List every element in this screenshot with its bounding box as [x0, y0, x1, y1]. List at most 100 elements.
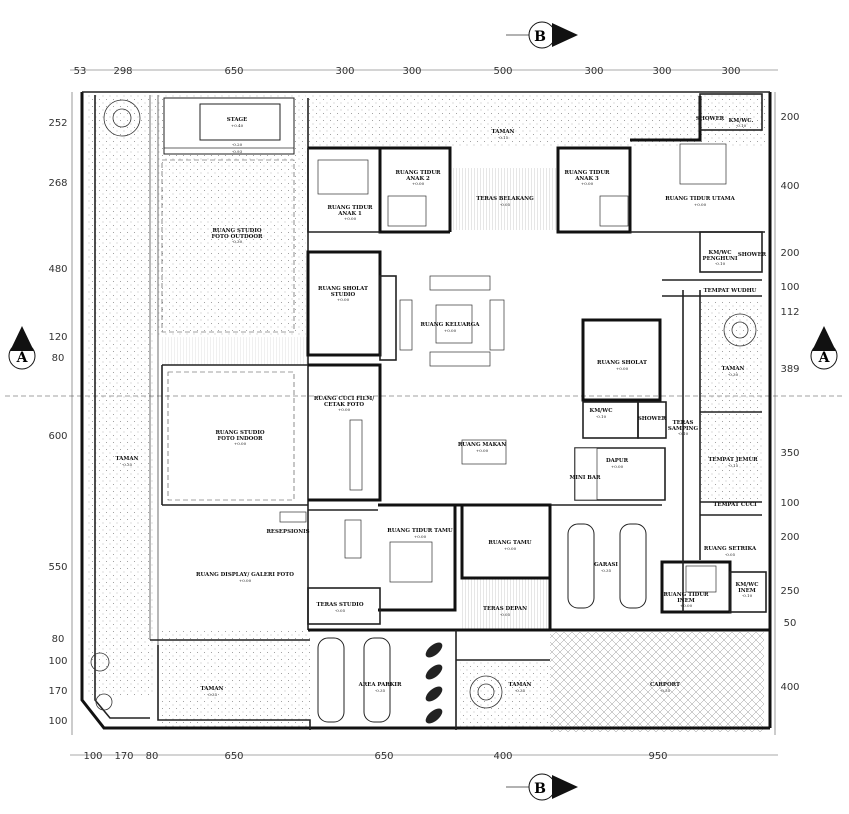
dim-left-2: 268 — [48, 178, 67, 189]
label-studio-indoor-2: FOTO INDOOR — [217, 436, 263, 442]
label-tidur-inem: RUANG TIDUR — [664, 592, 710, 598]
dim-top-5: 300 — [402, 66, 421, 77]
label-sholat-studio-2: STUDIO — [331, 292, 356, 298]
dimensions-right: 200 400 200 100 112 389 350 100 200 250 … — [780, 112, 799, 693]
dim-left-7: 550 — [48, 562, 67, 573]
label-tamu: RUANG TAMU — [488, 540, 531, 546]
level-taman-bl: -0.35 — [207, 692, 218, 697]
label-sholat: RUANG SHOLAT — [597, 360, 647, 366]
level-taman-front: -0.35 — [515, 688, 526, 693]
level-tidur-anak3: +0.00 — [581, 181, 594, 186]
level-taman-left: -0.35 — [122, 462, 133, 467]
level-tidur-utama: +0.00 — [694, 202, 707, 207]
dim-bottom-2: 170 — [114, 751, 133, 762]
level-studio-indoor: +0.00 — [234, 441, 247, 446]
level-taman-top: -0.15 — [498, 135, 509, 140]
section-label-b-top: B — [534, 29, 546, 45]
dim-top-9: 300 — [721, 66, 740, 77]
label-shower-k: SHOWER — [638, 416, 667, 422]
label-tidur-anak3-2: ANAK 3 — [574, 176, 599, 182]
label-tidur-tamu: RUANG TIDUR TAMU — [387, 528, 453, 534]
level-stage: +0.40 — [231, 123, 244, 128]
section-label-a-left: A — [16, 350, 29, 366]
dim-right-2: 400 — [780, 181, 799, 192]
dim-left-5: 80 — [52, 353, 65, 364]
label-tidur-anak2: RUANG TIDUR — [396, 170, 442, 176]
stage — [163, 97, 295, 155]
dim-top-3: 650 — [224, 66, 243, 77]
label-minibar: MINI BAR — [569, 475, 601, 481]
level-garasi: -0.35 — [601, 568, 612, 573]
level-makan: +0.00 — [476, 448, 489, 453]
label-kmwc-mid: KM/WC — [590, 408, 614, 414]
label-tempat-wudhu: TEMPAT WUDHU — [704, 288, 757, 294]
dim-left-3: 480 — [48, 264, 67, 275]
dim-bottom-6: 400 — [493, 751, 512, 762]
label-shower-top: SHOWER — [696, 116, 725, 122]
level-tempat-jemur: -0.15 — [728, 463, 739, 468]
label-tempat-cuci: TEMPAT CUCI — [713, 502, 757, 508]
furniture — [279, 143, 727, 593]
label-resepsionis: RESEPSIONIS — [266, 529, 309, 535]
label-taman-right: TAMAN — [722, 366, 745, 372]
dim-right-4: 100 — [780, 282, 799, 293]
level-tamu: +0.00 — [504, 546, 517, 551]
dim-bottom-3: 80 — [146, 751, 159, 762]
dim-top-1: 53 — [74, 66, 87, 77]
section-marker-top: B — [506, 21, 578, 49]
dim-left-11: 100 — [48, 716, 67, 727]
level-area-parkir: -0.35 — [375, 688, 386, 693]
dim-right-9: 200 — [780, 532, 799, 543]
dim-left-8: 80 — [52, 634, 65, 645]
label-kmwc-penghuni-2: PENGHUNI — [703, 256, 738, 262]
dim-top-2: 298 — [113, 66, 132, 77]
level-stage-a: -0.20 — [232, 142, 243, 147]
label-shower-mid: SHOWER — [738, 252, 767, 258]
label-display: RUANG DISPLAY/ GALERI FOTO — [196, 572, 294, 578]
level-sholat-studio: +0.00 — [337, 297, 350, 302]
level-cuci-film: +0.00 — [338, 407, 351, 412]
trees — [90, 99, 757, 724]
label-sholat-studio: RUANG SHOLAT — [318, 286, 368, 292]
dim-right-5: 112 — [780, 307, 799, 318]
label-studio-indoor: RUANG STUDIO — [215, 430, 264, 436]
level-keluarga: +0.00 — [444, 328, 457, 333]
dim-left-4: 120 — [48, 332, 67, 343]
label-kmwc-inem-2: INEM — [738, 588, 756, 594]
label-taman-left: TAMAN — [116, 456, 139, 462]
dim-bottom-4: 650 — [224, 751, 243, 762]
dim-right-12: 400 — [780, 682, 799, 693]
level-sholat: +0.00 — [616, 366, 629, 371]
label-tidur-anak1-2: ANAK 1 — [337, 211, 362, 217]
dim-right-6: 389 — [780, 364, 799, 375]
level-display: +0.00 — [239, 578, 252, 583]
dim-right-7: 350 — [780, 448, 799, 459]
dimensions-bottom: 100 170 80 650 650 400 950 — [83, 751, 667, 762]
dim-right-3: 200 — [780, 248, 799, 259]
level-taman-right: -0.30 — [728, 372, 739, 377]
label-studio-outdoor-2: FOTO OUTDOOR — [211, 234, 263, 240]
dim-bottom-1: 100 — [83, 751, 102, 762]
label-stage: STAGE — [227, 117, 248, 123]
label-teras-belakang: TERAS BELAKANG — [476, 196, 534, 202]
label-tidur-inem-2: INEM — [677, 598, 695, 604]
label-kmwc-penghuni: KM/WC — [709, 250, 733, 256]
level-teras-studio: -0.05 — [335, 608, 346, 613]
dim-left-9: 100 — [48, 656, 67, 667]
landscape-areas — [86, 95, 766, 732]
label-tidur-anak2-2: ANAK 2 — [405, 176, 430, 182]
dim-left-6: 600 — [48, 431, 67, 442]
dim-top-6: 500 — [493, 66, 512, 77]
label-taman-bl: TAMAN — [201, 686, 224, 692]
dimensions-left: 252 268 480 120 80 600 550 80 100 170 10… — [48, 118, 67, 727]
level-teras-samping: -0.10 — [678, 431, 689, 436]
level-studio-outdoor: -0.30 — [232, 239, 243, 244]
label-keluarga: RUANG KELUARGA — [421, 322, 481, 328]
label-teras-samping-2: SAMPING — [668, 426, 699, 432]
outer-walls — [80, 91, 772, 730]
dim-right-1: 200 — [780, 112, 799, 123]
section-label-b-bottom: B — [534, 781, 546, 797]
label-teras-samping: TERAS — [673, 420, 694, 426]
label-taman-front: TAMAN — [509, 682, 532, 688]
